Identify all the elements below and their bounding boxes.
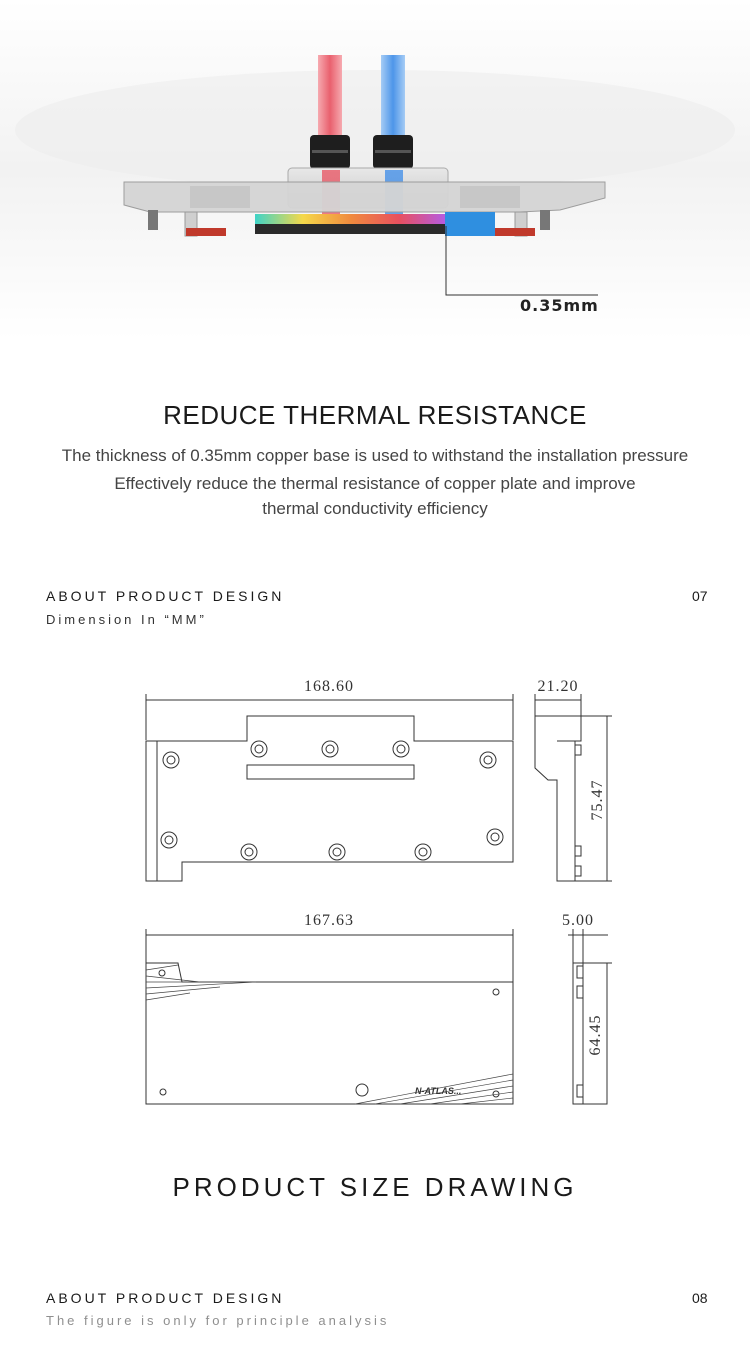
description-line-2: Effectively reduce the thermal resistanc… [114, 474, 636, 493]
model-label: N-ATLAS... [415, 1086, 461, 1096]
copper-thickness-callout: 0.35mm [520, 296, 599, 315]
screw-holes-top [160, 740, 504, 861]
dim-top-width: 168.60 [304, 678, 354, 695]
section-title-thermal: REDUCE THERMAL RESISTANCE [163, 400, 587, 430]
dim-bottom-height: 64.45 [587, 1015, 604, 1056]
page-number: 07 [692, 588, 708, 604]
description-line-1: The thickness of 0.35mm copper base is u… [61, 446, 689, 465]
page-number-2: 08 [692, 1290, 708, 1306]
section-subtitle-dimension: Dimension In “MM” [46, 612, 207, 627]
dim-bottom-width: 167.63 [304, 912, 354, 929]
description-line-3: thermal conductivity efficiency [262, 499, 488, 518]
hatch-top-left [145, 964, 257, 1001]
dim-top-height: 75.47 [589, 780, 606, 821]
section-label-design: ABOUT PRODUCT DESIGN [46, 588, 285, 604]
dim-top-depth: 21.20 [538, 678, 579, 695]
hatch-bottom-right [354, 1073, 514, 1105]
section-title-size-drawing: PRODUCT SIZE DRAWING [172, 1172, 578, 1202]
product-hero-illustration [0, 0, 750, 340]
dimension-drawing: 168.60 21.20 75.47 167.63 5.00 64.45 N-A… [145, 678, 612, 1105]
dim-bottom-depth: 5.00 [562, 912, 594, 929]
section-subtitle-principle: The figure is only for principle analysi… [46, 1313, 390, 1328]
section-label-design-2: ABOUT PRODUCT DESIGN [46, 1290, 285, 1306]
